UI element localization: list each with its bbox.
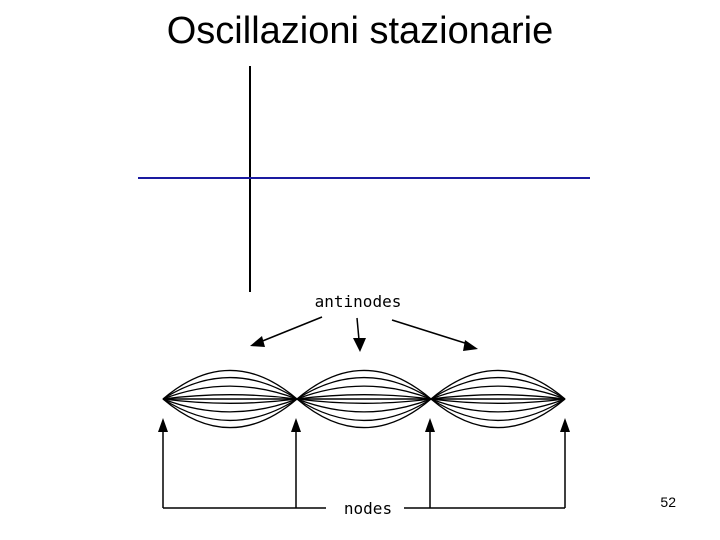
nodes-label: nodes [344,499,392,518]
node-arrowhead-4 [560,418,570,432]
antinodes-label: antinodes [315,292,402,311]
antinode-arrowhead-middle [353,338,366,352]
node-arrowhead-1 [158,418,168,432]
wave-curve-upper-3 [163,386,565,399]
antinode-arrows [250,317,478,352]
wave-curve-lower-2 [163,399,565,420]
node-arrowhead-3 [425,418,435,432]
antinode-arrowhead-right [463,340,478,351]
wave-curve-lower-3 [163,399,565,412]
page-number: 52 [660,494,676,510]
standing-wave-loops [163,370,565,427]
antinode-arrow-middle [357,318,359,340]
antinode-arrowhead-left [250,336,265,347]
node-arrowhead-2 [291,418,301,432]
antinode-arrow-left [260,317,322,342]
node-pointers [158,418,570,508]
antinode-arrow-right [392,320,468,344]
wave-curve-upper-2 [163,378,565,399]
